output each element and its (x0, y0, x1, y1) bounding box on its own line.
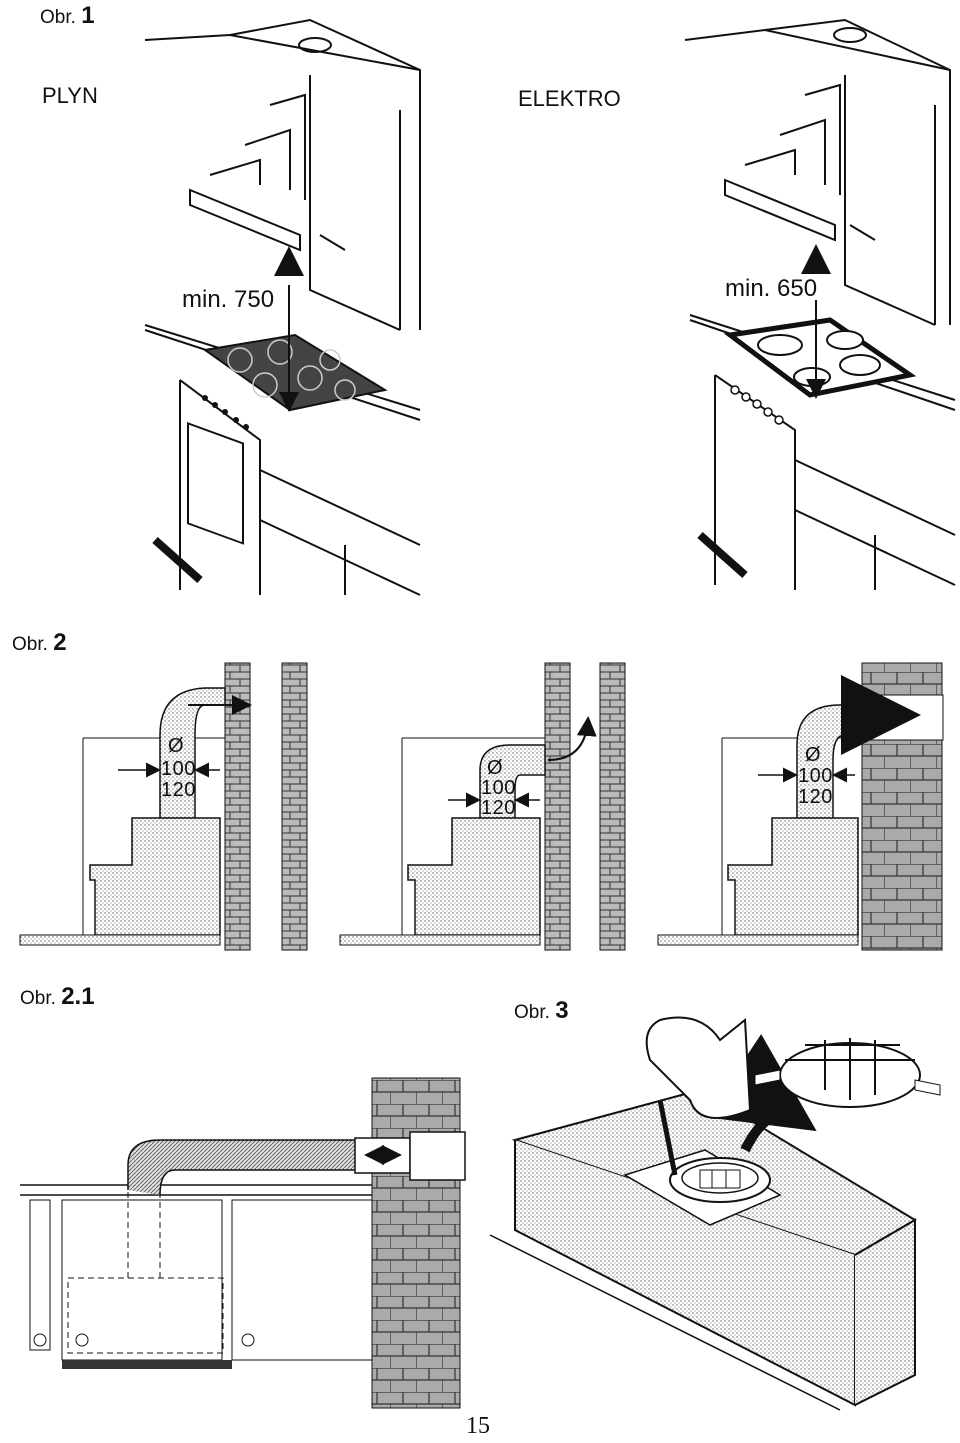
panel-3-size-100: 100 (798, 765, 833, 787)
figure-1-dimension-plyn: min. 750 (182, 286, 275, 313)
panel-3-diameter-symbol: Ø (805, 744, 822, 766)
panel-2-size-100: 100 (481, 777, 516, 799)
panel-2-size-120: 120 (481, 797, 516, 819)
figure-2-caption: Obr. 2 (12, 629, 67, 657)
panel-1-size-100: 100 (161, 758, 196, 780)
figure-2-1-caption-prefix: Obr. (20, 988, 56, 1009)
figure-3-caption-prefix: Obr. (514, 1002, 550, 1023)
panel-1-diameter-symbol: Ø (168, 735, 185, 757)
figure-2-1-caption: Obr. 2.1 (20, 983, 95, 1011)
figure-3-caption-number: 3 (555, 997, 569, 1024)
figure-1-dimension-elektro: min. 650 (725, 275, 818, 302)
figure-2-caption-number: 2 (53, 629, 67, 656)
figure-2-caption-prefix: Obr. (12, 634, 48, 655)
figure-1-caption-number: 1 (81, 2, 95, 29)
figure-3-caption: Obr. 3 (514, 997, 569, 1025)
figure-1-label-elektro: ELEKTRO (518, 86, 621, 111)
panel-2-diameter-symbol: Ø (487, 757, 504, 779)
figure-1-caption-prefix: Obr. (40, 7, 76, 28)
figure-1-caption: Obr. 1 (40, 2, 95, 30)
page-number: 15 (466, 1413, 490, 1439)
panel-1-size-120: 120 (161, 779, 196, 801)
figure-1-label-plyn: PLYN (42, 83, 98, 108)
figure-2-1-caption-number: 2.1 (61, 983, 95, 1010)
panel-3-size-120: 120 (798, 786, 833, 808)
